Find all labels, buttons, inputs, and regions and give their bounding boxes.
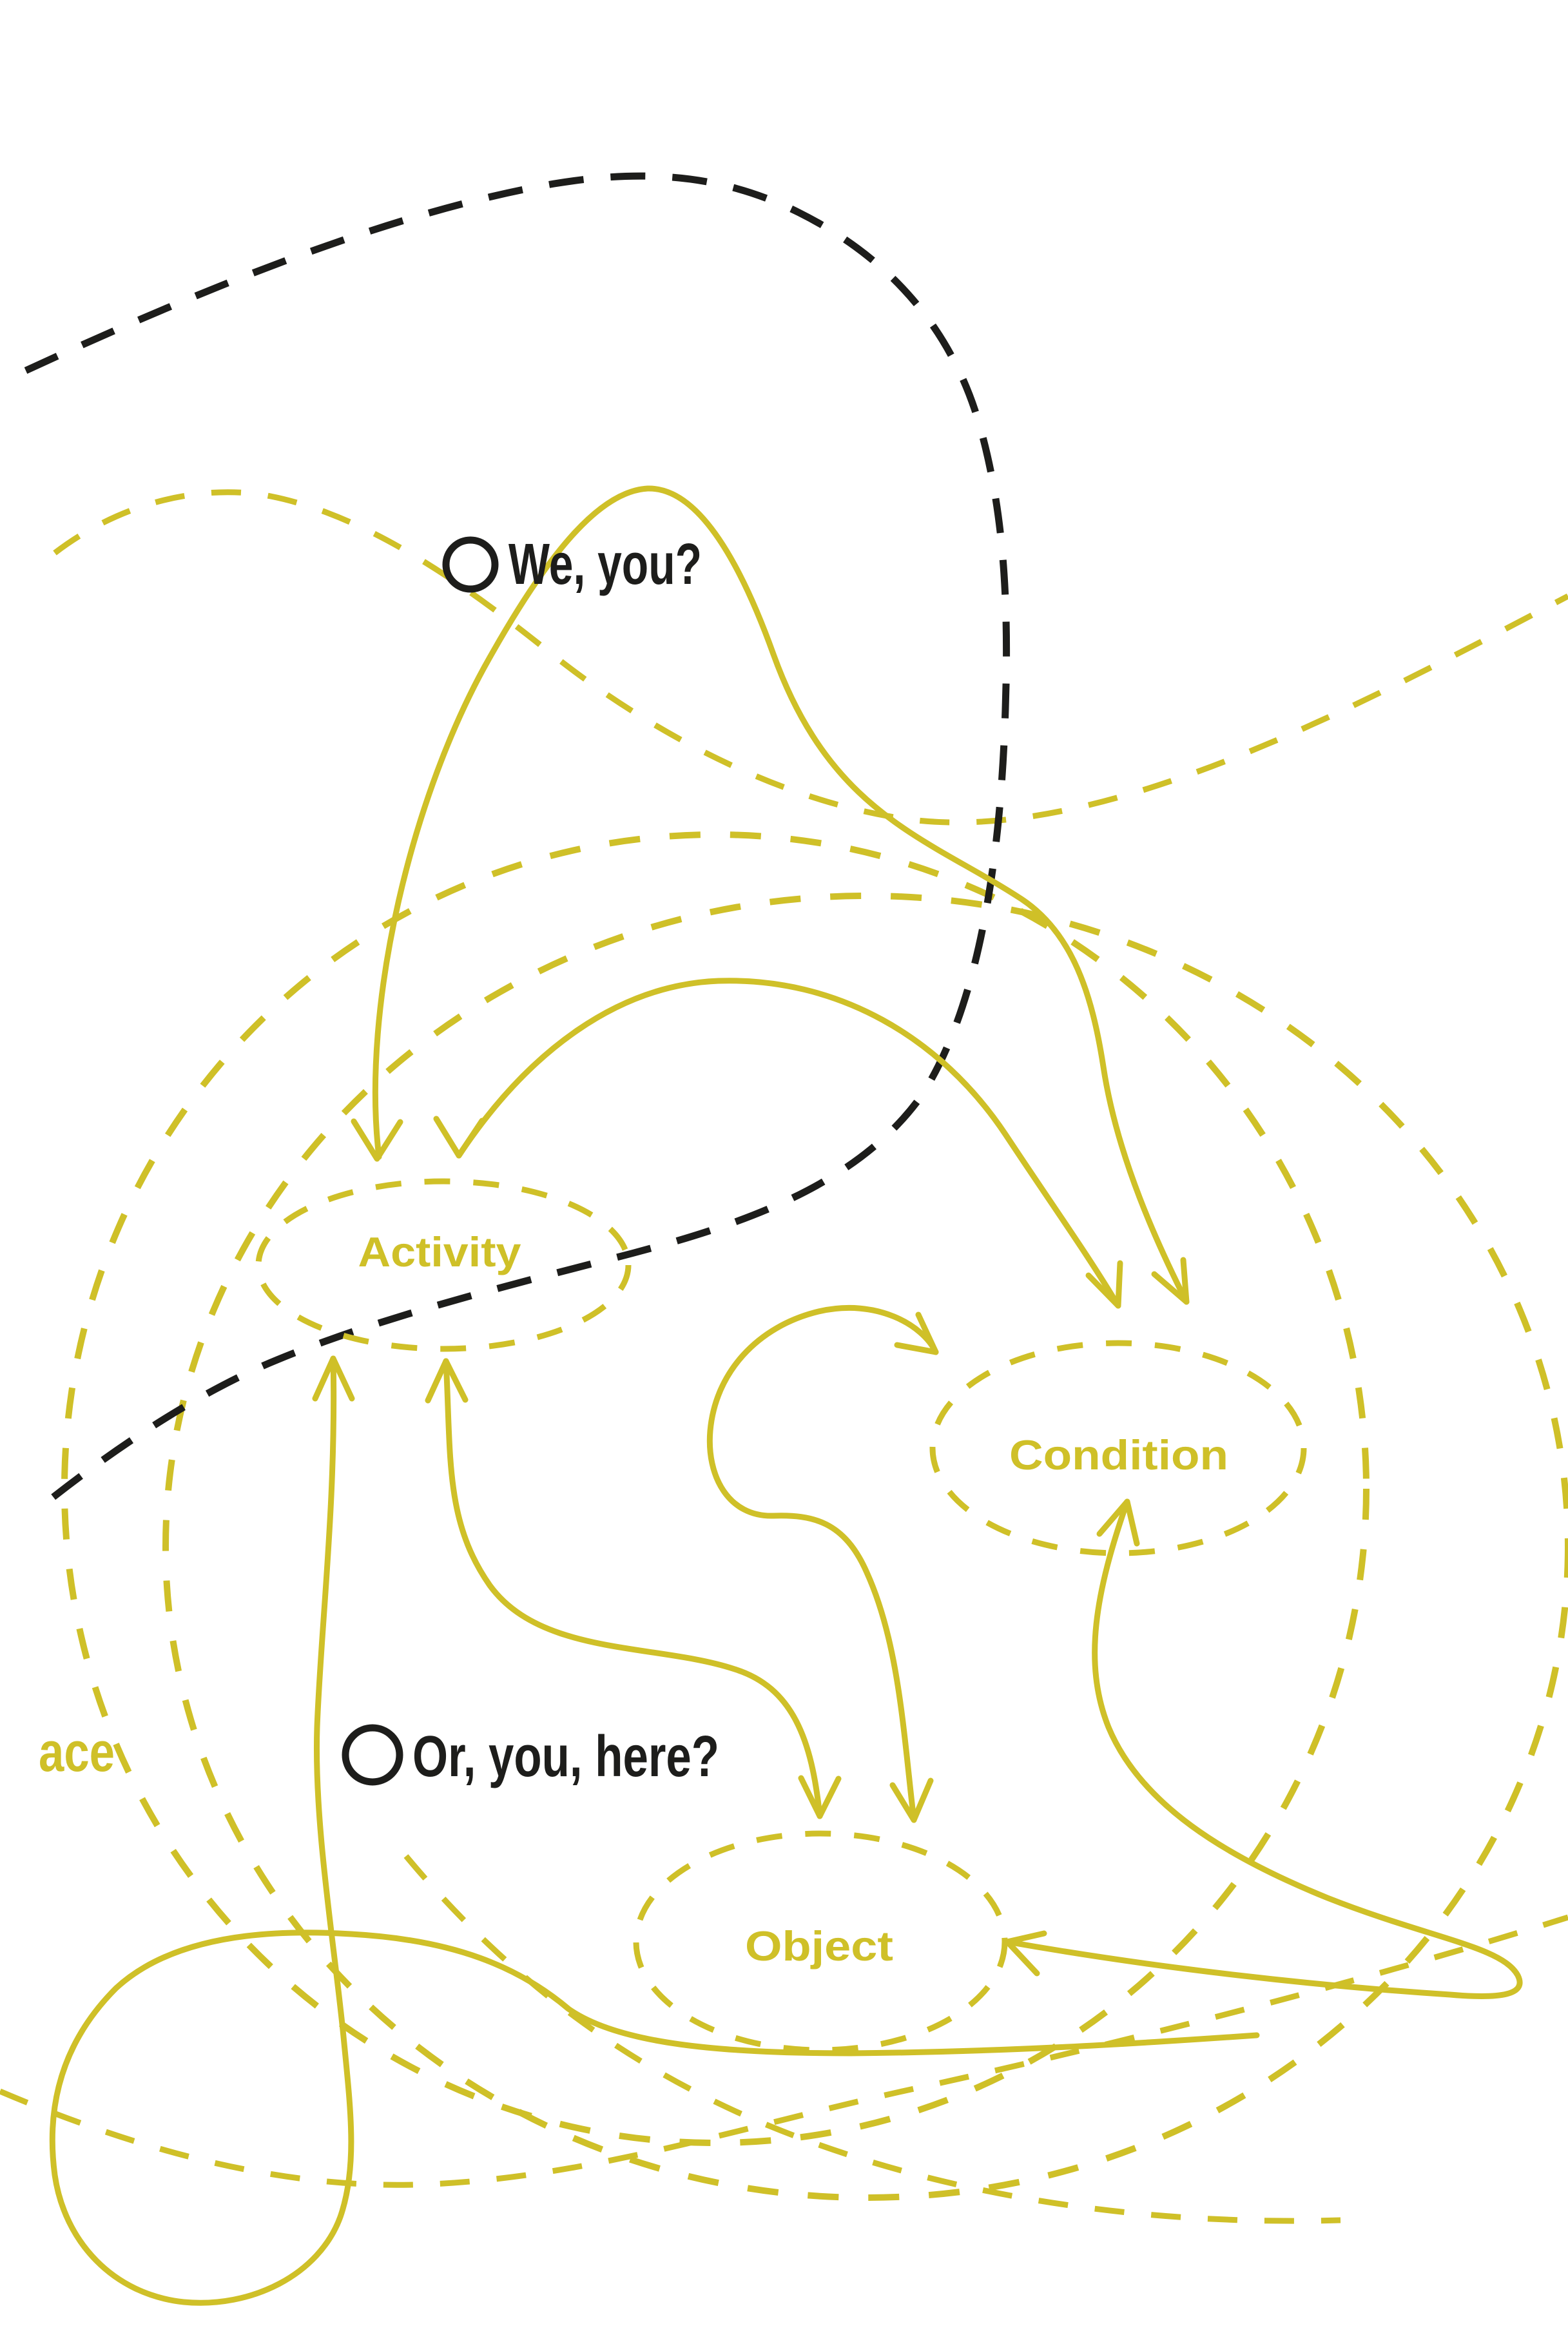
node-condition: Condition [929, 1340, 1307, 1556]
big-dashed-circle-inner [61, 831, 1370, 2146]
arrowhead-into-activity-bottom-left [312, 1355, 355, 1402]
condition-label: Condition [1009, 1431, 1228, 1478]
object-label: Object [745, 1922, 893, 1969]
curve-arc-activity-condition [456, 978, 1121, 1309]
dashed-smile-curve-top [53, 489, 1568, 826]
arrowheads [312, 1116, 1190, 1977]
or-you-here-marker-circle-icon [342, 1724, 403, 1786]
arrowhead-into-object-right [1004, 1930, 1047, 1977]
we-you-label: We, you? [508, 532, 702, 597]
dashed-wave-curve-bottom [0, 1914, 1568, 2188]
arrowhead-pigtail-into-condition [894, 1311, 939, 1355]
curve-pigtail-object-condition [706, 1304, 939, 1823]
or-you-here-label: Or, you, here? [412, 1725, 719, 1789]
arrowhead-into-condition-bottom [1096, 1498, 1140, 1547]
activity-ellipse [255, 1178, 632, 1352]
connector-curves [49, 485, 1523, 2306]
black-dashed-trajectory [24, 172, 1011, 1515]
node-object: Object [633, 1830, 1008, 2053]
dashed-background-field [0, 489, 1568, 2224]
arrowhead-into-condition-top-left [1085, 1260, 1123, 1309]
arrowhead-into-activity-top-left [351, 1118, 403, 1162]
arrowhead-into-activity-bottom-right [425, 1358, 469, 1404]
annotation-or-you-here: Or, you, here? [342, 1724, 719, 1789]
object-ellipse [633, 1830, 1008, 2053]
big-dashed-circle-outer [162, 893, 1568, 2201]
curve-weyou-arch-activity-condition [372, 485, 1190, 1305]
arrowhead-into-object-top-right [889, 1777, 934, 1823]
clipped-edge-word: ace [39, 1721, 115, 1783]
arrowhead-into-object-top-left [798, 1775, 842, 1819]
dashed-sweep-curve-bottom-right [403, 1854, 1341, 2224]
curve-drop-loop-activity [49, 1355, 1260, 2306]
arrowhead-into-condition-top-right [1151, 1257, 1190, 1305]
condition-ellipse [929, 1340, 1307, 1556]
node-activity: Activity [255, 1178, 632, 1352]
activity-label: Activity [358, 1228, 521, 1275]
annotation-we-you: We, you? [442, 532, 702, 597]
curve-s-activity-object [443, 1358, 823, 1819]
arrowhead-into-activity-top-right [433, 1116, 485, 1159]
curve-hook-condition-object [1004, 1498, 1523, 1999]
we-you-marker-circle-icon [442, 536, 499, 593]
